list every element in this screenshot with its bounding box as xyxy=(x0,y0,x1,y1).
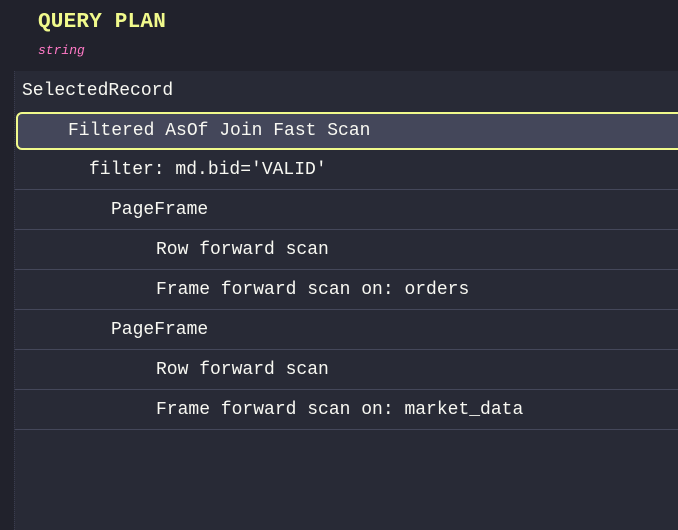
table-row[interactable]: PageFrame xyxy=(15,310,678,350)
row-text: PageFrame xyxy=(111,200,209,220)
row-text: Frame forward scan on: orders xyxy=(156,280,470,300)
row-gutter xyxy=(0,71,14,530)
row-text: PageFrame xyxy=(111,320,209,340)
table-row[interactable]: Frame forward scan on: market_data xyxy=(15,390,678,430)
row-text: Row forward scan xyxy=(156,360,329,380)
table-row[interactable]: PageFrame xyxy=(15,190,678,230)
table-row[interactable]: Frame forward scan on: orders xyxy=(15,270,678,310)
row-text: Frame forward scan on: market_data xyxy=(156,400,524,420)
row-text: Row forward scan xyxy=(156,240,329,260)
row-text: SelectedRecord xyxy=(22,81,174,101)
table-row[interactable]: Row forward scan xyxy=(15,350,678,390)
column-title: QUERY PLAN xyxy=(38,11,167,34)
table-row[interactable]: SelectedRecord xyxy=(15,71,678,111)
query-plan-table: SelectedRecord Filtered AsOf Join Fast S… xyxy=(14,71,678,530)
table-row[interactable]: filter: md.bid='VALID' xyxy=(15,150,678,190)
table-row-selected[interactable]: Filtered AsOf Join Fast Scan xyxy=(16,112,678,150)
table-row[interactable]: Row forward scan xyxy=(15,230,678,270)
row-text: Filtered AsOf Join Fast Scan xyxy=(68,121,371,141)
column-type: string xyxy=(38,43,85,58)
column-header: QUERY PLAN string xyxy=(0,0,678,71)
row-text: filter: md.bid='VALID' xyxy=(89,160,327,180)
